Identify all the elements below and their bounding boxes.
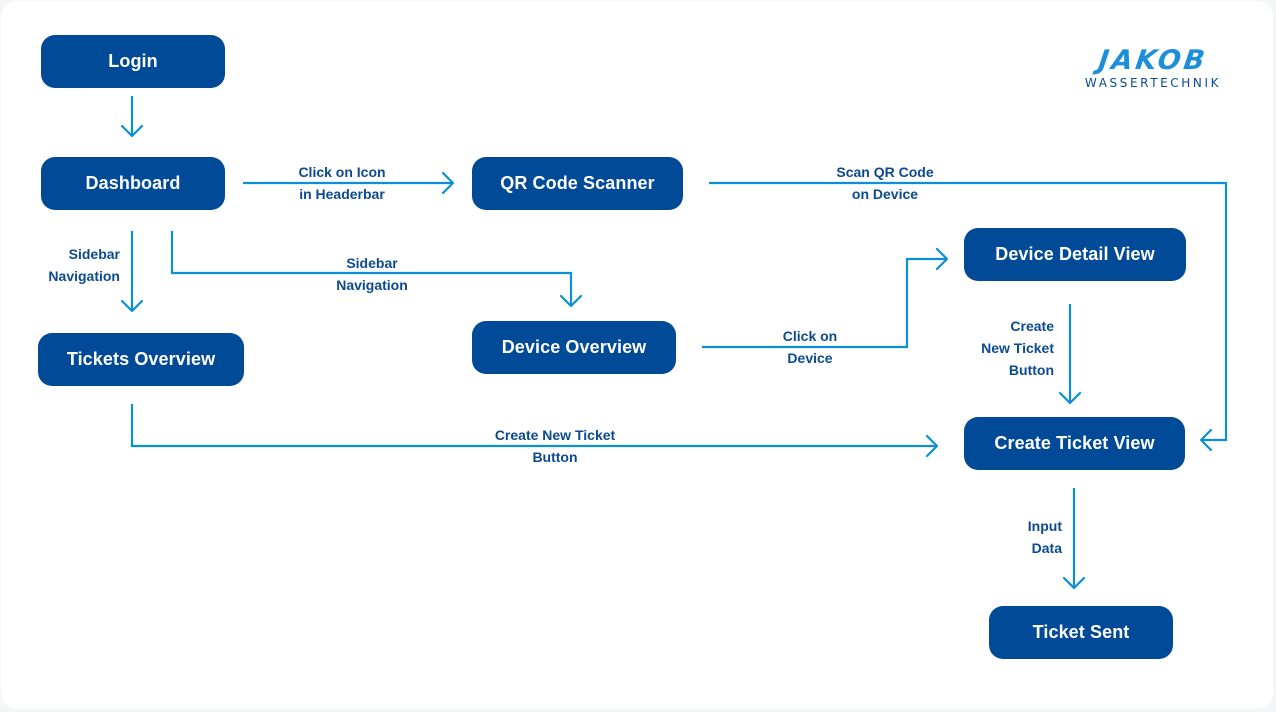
label-sidebar-navigation-left: Sidebar Navigation (48, 246, 120, 284)
label-create-new-ticket-button-tickets: Create New Ticket Button (494, 427, 616, 465)
node-device-overview: Device Overview (472, 321, 676, 374)
arrow-create-ticket-to-ticket-sent (1062, 488, 1086, 590)
arrow-device-overview-to-detail (702, 247, 949, 349)
arrow-qr-scanner-to-create-ticket (709, 181, 1228, 452)
arrow-detail-to-create-ticket (1058, 304, 1082, 405)
logo-wordmark: JAKOB (1096, 45, 1210, 76)
label-click-on-icon: Click on Icon in Headerbar (298, 164, 386, 202)
node-qr-code-scanner: QR Code Scanner (472, 157, 683, 210)
node-ticket-sent: Ticket Sent (989, 606, 1173, 659)
label-click-on-device: Click on Device (782, 328, 838, 366)
label-scan-qr-code: Scan QR Code on Device (836, 164, 934, 202)
arrow-dashboard-to-tickets-overview (120, 231, 144, 313)
node-device-detail-view: Device Detail View (964, 228, 1186, 281)
label-input-data: Input Data (1027, 518, 1062, 556)
arrow-dashboard-to-device-overview (170, 231, 583, 308)
node-tickets-overview: Tickets Overview (38, 333, 244, 386)
node-create-ticket-view: Create Ticket View (964, 417, 1185, 470)
arrow-dashboard-to-qr-scanner (243, 171, 455, 195)
node-dashboard: Dashboard (41, 157, 225, 210)
label-create-new-ticket-button-detail: Create New Ticket Button (981, 318, 1054, 378)
jakob-wassertechnik-logo: JAKOB WASSERTECHNIK (1077, 45, 1229, 91)
node-login: Login (41, 35, 225, 88)
label-sidebar-navigation-right: Sidebar Navigation (336, 255, 408, 293)
arrow-tickets-overview-to-create-ticket (130, 404, 939, 458)
logo-subtitle: WASSERTECHNIK (1084, 76, 1222, 90)
arrow-login-to-dashboard (120, 96, 144, 138)
